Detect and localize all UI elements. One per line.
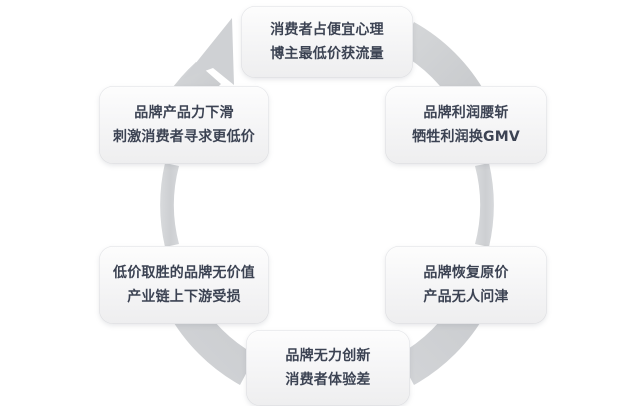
node-lower-right-line2: 产品无人问津 bbox=[423, 289, 509, 305]
node-lower-left-line2: 产业链上下游受损 bbox=[127, 289, 241, 305]
node-top-line1: 消费者占便宜心理 bbox=[270, 22, 384, 38]
arc-lower-left-to-upper-left bbox=[160, 163, 179, 247]
node-box-lower-left[interactable]: 低价取胜的品牌无价值 产业链上下游受损 bbox=[99, 246, 269, 324]
node-upper-right-line2: 牺牲利润换GMV bbox=[412, 129, 520, 145]
arc-upper-right-to-lower-right bbox=[475, 163, 494, 247]
node-lower-right-line1: 品牌恢复原价 bbox=[423, 265, 509, 281]
node-bottom-line2: 消费者体验差 bbox=[285, 372, 371, 388]
node-box-upper-left[interactable]: 品牌产品力下滑 刺激消费者寻求更低价 bbox=[99, 86, 269, 164]
node-lower-left-line1: 低价取胜的品牌无价值 bbox=[113, 265, 255, 281]
node-bottom-line1: 品牌无力创新 bbox=[285, 348, 371, 364]
node-box-top[interactable]: 消费者占便宜心理 博主最低价获流量 bbox=[241, 6, 413, 78]
node-box-bottom[interactable]: 品牌无力创新 消费者体验差 bbox=[246, 330, 410, 406]
node-upper-right-line1: 品牌利润腰斩 bbox=[423, 105, 509, 121]
node-box-lower-right[interactable]: 品牌恢复原价 产品无人问津 bbox=[385, 246, 547, 324]
arrow-to-top-head bbox=[183, 18, 234, 85]
node-top-line2: 博主最低价获流量 bbox=[270, 46, 384, 62]
node-box-upper-right[interactable]: 品牌利润腰斩 牺牲利润换GMV bbox=[385, 86, 547, 164]
node-upper-left-line1: 品牌产品力下滑 bbox=[134, 105, 234, 121]
node-upper-left-line2: 刺激消费者寻求更低价 bbox=[113, 129, 255, 145]
